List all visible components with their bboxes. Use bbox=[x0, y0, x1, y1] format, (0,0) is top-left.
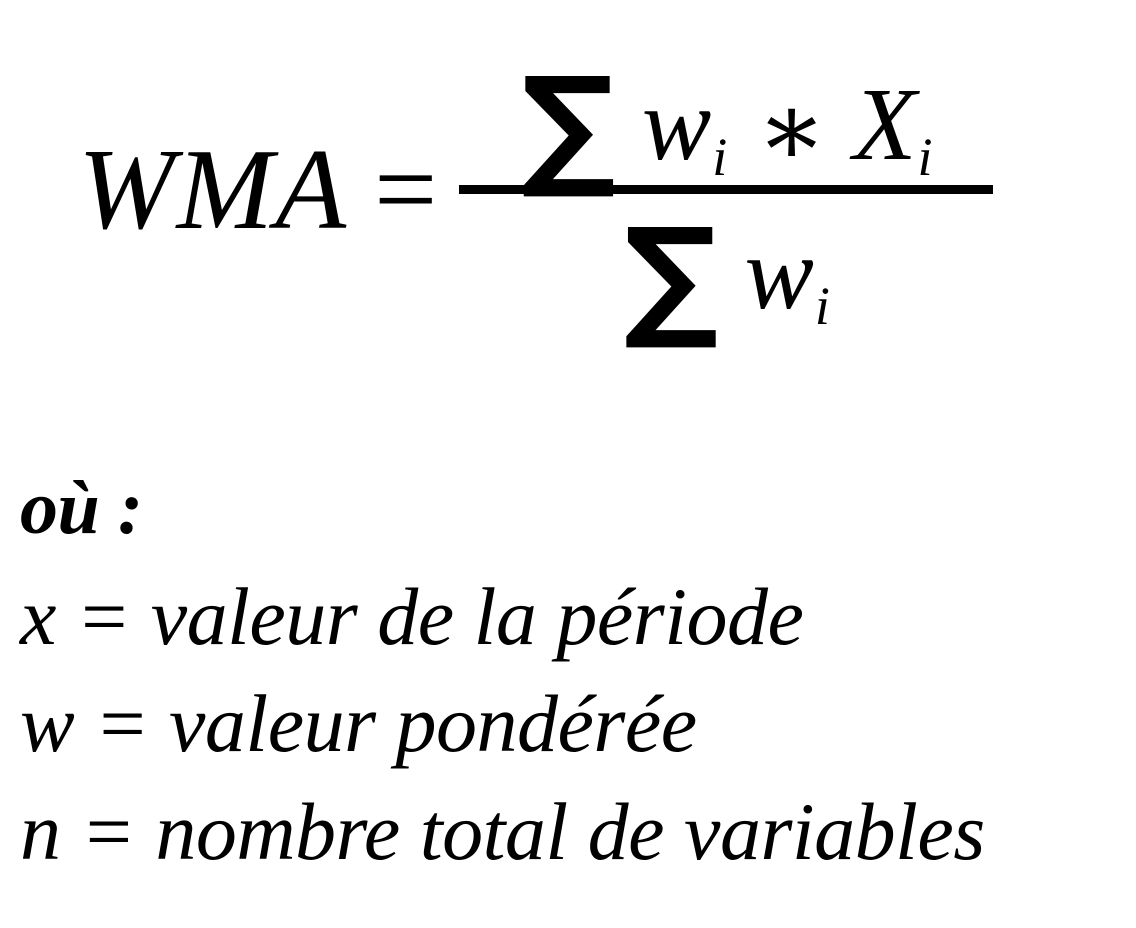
denominator-term-w: wi bbox=[744, 221, 829, 333]
legend-entry-n: n = nombre total de variables bbox=[20, 785, 985, 877]
denominator-term-w-base: w bbox=[744, 215, 814, 331]
fraction-bar bbox=[459, 184, 994, 194]
numerator-term-w-base: w bbox=[641, 66, 712, 182]
formula-left-hand-side: WMA bbox=[78, 126, 349, 254]
fraction: ∑ wi ∗ Xi ∑ wi bbox=[459, 48, 994, 343]
legend-block: où : x = valeur de la période w = valeur… bbox=[0, 455, 1136, 885]
numerator-term-x-base: X bbox=[852, 66, 917, 182]
fraction-denominator: ∑ wi bbox=[616, 194, 837, 343]
denominator-term-w-subscript: i bbox=[814, 275, 830, 336]
numerator-term-w: wi bbox=[642, 72, 727, 184]
legend-entry-w: w = valeur pondérée bbox=[20, 678, 697, 770]
summation-sigma-icon: ∑ bbox=[521, 48, 616, 203]
numerator-term-w-subscript: i bbox=[712, 126, 728, 187]
legend-heading: où : bbox=[20, 466, 143, 550]
formula-block: WMA = ∑ wi ∗ Xi ∑ wi bbox=[0, 0, 1136, 380]
legend-entry-x: x = valeur de la période bbox=[20, 570, 804, 662]
numerator-term-x: Xi bbox=[853, 72, 933, 184]
summation-sigma-icon-denominator: ∑ bbox=[623, 199, 719, 354]
numerator-term-x-subscript: i bbox=[917, 126, 933, 187]
fraction-numerator: ∑ wi ∗ Xi bbox=[513, 48, 939, 203]
equals-sign: = bbox=[374, 128, 438, 252]
multiplication-asterisk-icon: ∗ bbox=[756, 72, 827, 188]
